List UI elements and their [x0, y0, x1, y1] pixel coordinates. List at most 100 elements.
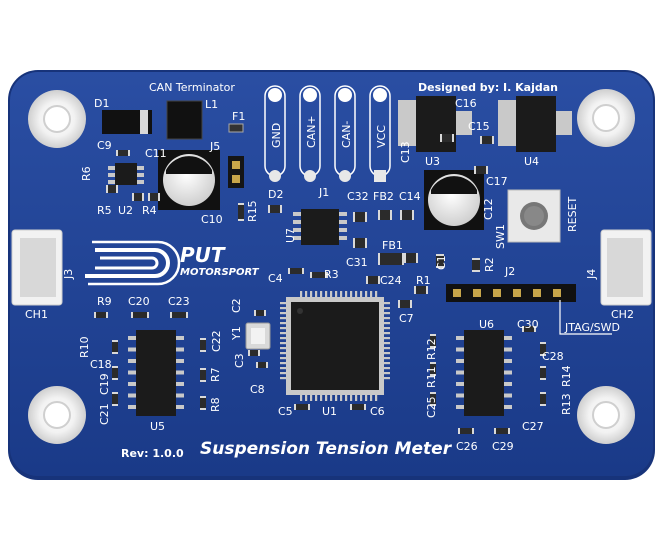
refdes-c30: C30: [517, 318, 539, 331]
refdes-c5: C5: [278, 405, 293, 418]
ch1-label: CH1: [25, 308, 48, 321]
revision-label: Rev: 1.0.0: [121, 447, 184, 460]
passive-23: [131, 312, 149, 318]
passive-37: [430, 362, 436, 376]
refdes-u7: U7: [284, 228, 297, 243]
mounting-hole-br: [577, 386, 635, 444]
passive-9: [400, 210, 414, 220]
logo-put: PUT: [180, 243, 226, 267]
refdes-c3: C3: [233, 353, 246, 368]
passive-19: [440, 134, 454, 142]
refdes-c32: C32: [347, 190, 369, 203]
passive-20: [480, 136, 494, 144]
passive-8: [378, 210, 392, 220]
regulator-u4: [498, 96, 572, 152]
refdes-c1: C1: [435, 255, 448, 270]
passive-components: [94, 134, 546, 434]
mounting-hole-bl: [28, 386, 86, 444]
refdes-sw1: SW1: [494, 224, 507, 249]
passive-14: [366, 276, 380, 284]
electrolytic-capacitor-c12: [424, 170, 484, 230]
fuse-f1: [228, 123, 244, 133]
passive-3: [148, 193, 160, 201]
passive-25: [112, 340, 118, 354]
logo-motorsport: MOTORSPORT: [180, 267, 260, 278]
refdes-c11: C11: [145, 147, 167, 160]
passive-7: [353, 238, 367, 248]
passive-11: [404, 253, 418, 263]
refdes-fb2: FB2: [373, 190, 394, 203]
refdes-c24: C24: [380, 274, 402, 287]
ic-u2: [108, 163, 144, 185]
connector-j4: [600, 229, 652, 306]
passive-2: [132, 193, 144, 201]
refdes-c15: C15: [468, 120, 490, 133]
connector-pads-j1: [264, 85, 391, 182]
refdes-r2: R2: [483, 257, 496, 272]
refdes-y1: Y1: [230, 326, 243, 341]
refdes-c23: C23: [168, 295, 190, 308]
refdes-c27: C27: [522, 420, 544, 433]
refdes-c9: C9: [97, 139, 112, 152]
jtag-label: JTAG/SWD: [564, 321, 620, 334]
passive-4: [238, 203, 244, 221]
board-title: Suspension Tension Meter: [200, 439, 453, 459]
refdes-c6: C6: [370, 405, 385, 418]
passive-28: [200, 338, 206, 352]
designer-label: Designed by: I. Kajdan: [418, 81, 558, 94]
passive-17: [436, 254, 444, 268]
pad-label-vcc: VCC: [375, 125, 388, 148]
passive-1: [106, 185, 118, 193]
refdes-j3: J3: [62, 269, 75, 280]
refdes-c14: C14: [399, 190, 421, 203]
passive-10: [378, 253, 404, 265]
refdes-r15: R15: [246, 200, 259, 222]
refdes-c7: C7: [399, 312, 414, 325]
jtag-header-j2: [446, 284, 576, 302]
refdes-c28: C28: [542, 350, 564, 363]
refdes-c26: C26: [456, 440, 478, 453]
ch2-label: CH2: [611, 308, 634, 321]
refdes-d1: D1: [94, 97, 109, 110]
refdes-r6: R6: [80, 166, 93, 181]
passive-29: [200, 368, 206, 382]
refdes-r11: R11: [425, 366, 438, 388]
passive-18: [472, 258, 480, 272]
put-motorsport-logo: PUT MOTORSPORT: [85, 240, 260, 286]
passive-6: [353, 212, 367, 222]
refdes-d2: D2: [268, 188, 283, 201]
passive-42: [540, 392, 546, 406]
refdes-c19: C19: [98, 373, 111, 395]
refdes-c10: C10: [201, 213, 223, 226]
passive-36: [430, 334, 436, 348]
passive-34: [294, 404, 310, 410]
passive-32: [248, 350, 260, 356]
reset-button-sw1: [507, 189, 561, 243]
refdes-c12: C12: [482, 198, 495, 220]
refdes-u6: U6: [479, 318, 494, 331]
refdes-c16: C16: [455, 97, 477, 110]
refdes-r4: R4: [142, 204, 157, 217]
passive-12: [288, 268, 304, 274]
refdes-r3: R3: [324, 268, 339, 281]
refdes-u5: U5: [150, 420, 165, 433]
ic-u5: [128, 330, 184, 416]
jumper-j5: [228, 156, 244, 188]
refdes-c8: C8: [250, 383, 265, 396]
refdes-c4: C4: [268, 272, 283, 285]
refdes-r5: R5: [97, 204, 112, 217]
inductor-l1: [166, 100, 203, 140]
refdes-u1: U1: [322, 405, 337, 418]
refdes-c17: C17: [486, 175, 508, 188]
refdes-c22: C22: [210, 330, 223, 352]
passive-27: [112, 392, 118, 406]
passive-16: [398, 300, 412, 308]
refdes-j1: J1: [318, 186, 329, 199]
connector-j3: [11, 229, 63, 306]
refdes-c25: C25: [425, 396, 438, 418]
ic-u6: [456, 330, 512, 416]
refdes-c20: C20: [128, 295, 150, 308]
refdes-c21: C21: [98, 403, 111, 425]
refdes-c29: C29: [492, 440, 514, 453]
mounting-hole-tl: [28, 90, 86, 148]
